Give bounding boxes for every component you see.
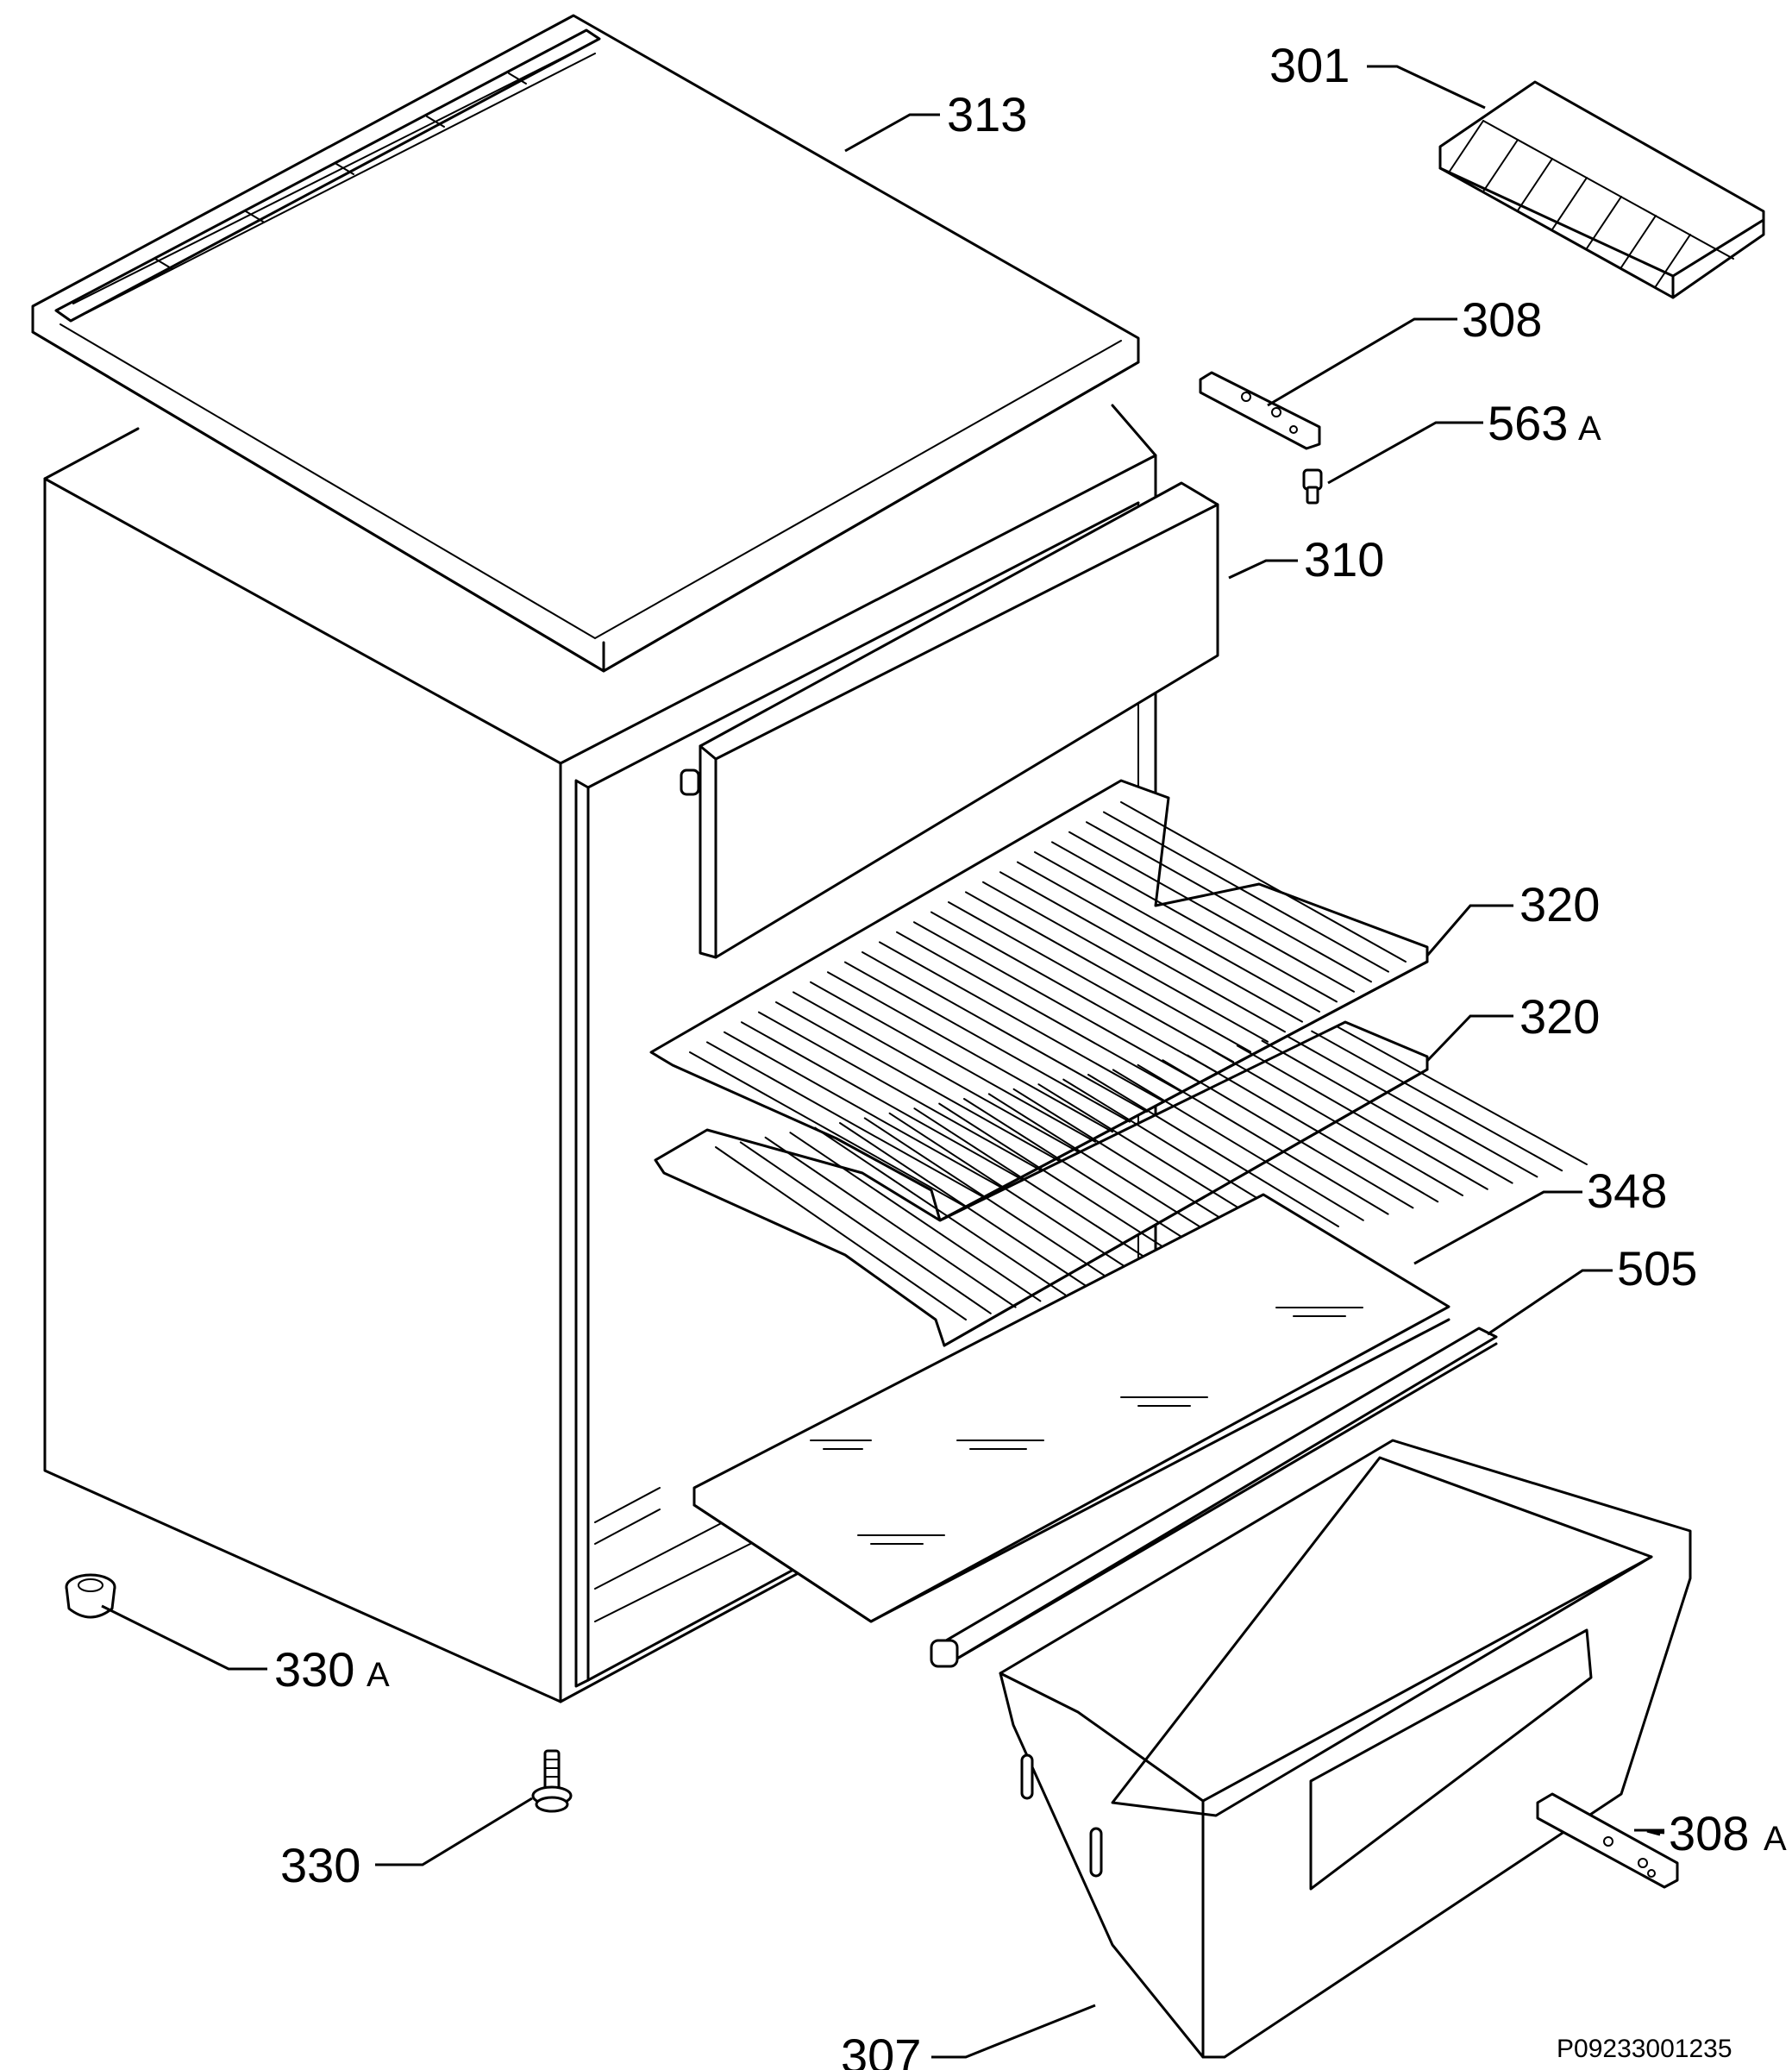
tray-divider	[1620, 215, 1657, 268]
label-505: 505	[1617, 1241, 1697, 1295]
tray-divider	[1586, 196, 1622, 249]
label-563-suffix: A	[1578, 410, 1601, 448]
shelf-wire	[982, 881, 1269, 1043]
shelf-wire	[706, 1041, 993, 1203]
upper-hinge	[1199, 371, 1321, 450]
shelf-wire	[965, 891, 1251, 1053]
top-cover	[31, 14, 1140, 673]
shelf-wire	[689, 1051, 975, 1213]
shelf-wire	[839, 1122, 1091, 1289]
shelf-wire	[938, 1102, 1191, 1265]
vent-slots	[54, 28, 601, 323]
tray-divider	[1655, 234, 1691, 287]
shelf-wire	[863, 1117, 1116, 1283]
label-320-lower: 320	[1519, 989, 1600, 1044]
glass-shelf	[692, 1193, 1451, 1623]
shelf-wire	[724, 1031, 1010, 1193]
shelf-wire	[814, 1126, 1067, 1296]
shelf-wire	[1311, 1030, 1563, 1172]
shelf-wire	[764, 1136, 1017, 1308]
label-348: 348	[1587, 1164, 1667, 1218]
shelf-wire	[1286, 1035, 1538, 1178]
crisper-drawer	[999, 1439, 1692, 2059]
label-308a-suffix: A	[1764, 1820, 1787, 1858]
tray-divider	[1482, 139, 1519, 192]
tray-divider	[1517, 158, 1553, 211]
shelf-wire	[879, 941, 1165, 1103]
shelf-wire	[913, 1107, 1166, 1271]
shelf-wire	[793, 991, 1079, 1153]
shelf-wire	[715, 1146, 967, 1320]
shelf-wire	[896, 931, 1182, 1093]
adjustable-foot	[531, 1749, 573, 1813]
glass-reflection-marks	[810, 1307, 1363, 1545]
shelf-wire	[758, 1011, 1044, 1173]
shelf-wire	[1086, 821, 1372, 983]
label-313: 313	[947, 87, 1027, 141]
label-307: 307	[841, 2029, 921, 2070]
shelf-wire	[1034, 851, 1320, 1013]
label-330: 330	[280, 1838, 360, 1892]
label-310: 310	[1304, 532, 1384, 586]
hinge-pin	[1302, 468, 1323, 505]
shelf-wire	[1017, 861, 1303, 1023]
label-308: 308	[1462, 292, 1542, 347]
part-labels: 301 313 308 563 A 310 320 320 348 505 33…	[274, 38, 1787, 2070]
lower-hinge	[1536, 1792, 1679, 1889]
shelf-wire	[1120, 801, 1407, 963]
shelf-wire	[930, 911, 1217, 1073]
shelf-wire	[888, 1112, 1141, 1277]
tray-divider	[1482, 120, 1734, 260]
shelf-wire	[1162, 1059, 1414, 1209]
shelf-wire	[827, 971, 1113, 1133]
shelf-upper	[649, 779, 1429, 1222]
label-330a-suffix: A	[367, 1656, 390, 1694]
shelf-wire	[775, 1001, 1062, 1163]
shelf-wire	[1068, 831, 1355, 993]
shelf-wire	[1336, 1026, 1588, 1165]
shelf-wire	[999, 871, 1286, 1033]
label-301: 301	[1269, 38, 1350, 92]
shelf-wire	[1112, 1069, 1364, 1221]
shelf-wire	[1137, 1063, 1389, 1215]
shelf-wire	[810, 981, 1096, 1143]
shelf-wire	[844, 961, 1131, 1123]
foot-cap	[65, 1573, 116, 1619]
shelf-wire	[963, 1098, 1215, 1258]
shelf-front-strip	[930, 1327, 1498, 1668]
shelf-wire	[1103, 811, 1389, 973]
shelf-wire	[789, 1132, 1042, 1302]
tray-divider	[1551, 177, 1588, 230]
label-563: 563	[1488, 396, 1568, 450]
ice-cube-tray	[1438, 80, 1765, 299]
shelf-wire	[739, 1141, 992, 1314]
leader-lines	[101, 65, 1665, 2059]
shelf-wire	[741, 1021, 1027, 1183]
shelf-wire	[1051, 841, 1338, 1003]
shelf-wire	[987, 1093, 1240, 1252]
shelf-wire	[1236, 1044, 1488, 1190]
shelf-wire	[1212, 1050, 1463, 1196]
freezer-door-flap	[680, 481, 1219, 959]
shelf-wire	[1187, 1054, 1439, 1203]
shelf-wire	[913, 921, 1200, 1083]
drawing-code: P09233001235	[1557, 2035, 1732, 2063]
shelf-wire	[948, 901, 1234, 1063]
label-320-upper: 320	[1519, 877, 1600, 932]
tray-divider	[1448, 120, 1484, 173]
shelf-wire	[1261, 1039, 1513, 1184]
shelf-wire	[1087, 1074, 1339, 1227]
shelf-wire	[862, 951, 1148, 1113]
label-308a: 308	[1669, 1806, 1749, 1860]
label-330a: 330	[274, 1642, 354, 1697]
